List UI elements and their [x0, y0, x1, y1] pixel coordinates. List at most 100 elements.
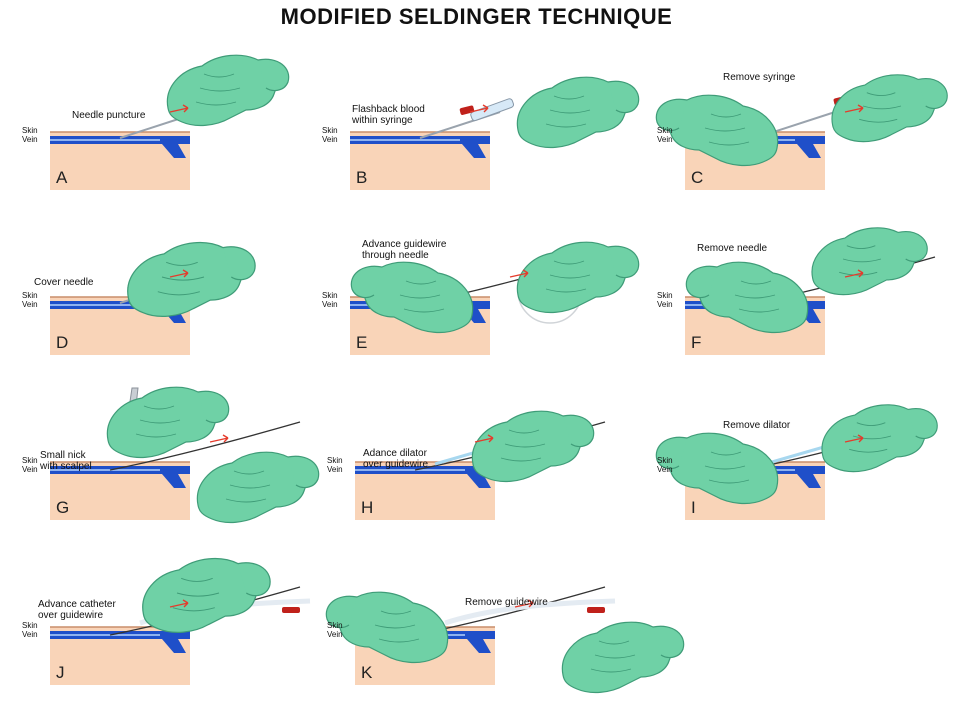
glove-finger-lines — [734, 280, 780, 313]
glove-cuff — [917, 78, 948, 109]
gloved-hand — [655, 94, 779, 167]
catheter-clamp — [282, 607, 300, 613]
glove-palm — [338, 591, 449, 664]
step-illustration — [355, 410, 606, 520]
step-illustration — [685, 227, 936, 355]
step-letter: C — [691, 168, 704, 187]
vein — [50, 631, 190, 653]
glove-finger-lines — [172, 577, 220, 612]
glove-finger-lines — [225, 470, 271, 503]
direction-arrow — [509, 269, 529, 278]
vein-highlight — [50, 304, 160, 306]
glove-cuff — [562, 414, 595, 448]
step-letter: H — [361, 498, 374, 517]
direction-arrow — [844, 434, 864, 443]
gloved-hand — [685, 261, 809, 334]
step-letter: D — [56, 333, 69, 352]
step-illustration — [50, 386, 320, 524]
step-letter: K — [361, 663, 373, 682]
gloved-hand — [831, 74, 948, 143]
step-illustration — [50, 54, 290, 190]
caption-line: Flashback blood — [352, 104, 425, 115]
skin-label: Skin — [327, 621, 343, 630]
step-caption: Remove needle — [697, 243, 767, 254]
vein-highlight — [355, 469, 465, 471]
glove-palm — [831, 74, 936, 143]
glove-cuff — [287, 455, 320, 489]
glove-finger-lines — [590, 640, 636, 673]
glove-cuff — [350, 265, 383, 299]
step-letter: A — [56, 168, 68, 187]
step-caption: Remove guidewire — [465, 597, 548, 608]
vein — [50, 136, 190, 158]
glove-cuff — [607, 80, 640, 114]
glove-palm — [363, 261, 474, 334]
direction-arrow — [169, 269, 189, 278]
glove-palm — [821, 404, 926, 473]
glove-palm — [471, 410, 582, 483]
skin-label: Skin — [327, 456, 343, 465]
vein-label: Vein — [657, 135, 673, 144]
caption-line: Advance guidewire — [362, 239, 447, 250]
direction-arrow — [474, 434, 494, 443]
glove-cuff — [325, 595, 358, 629]
caption-line: over guidewire — [38, 610, 104, 621]
caption-line: Remove guidewire — [465, 597, 548, 608]
step-letter: F — [691, 333, 702, 352]
direction-arrow — [844, 104, 864, 113]
step-illustration — [50, 557, 311, 685]
vein-highlight — [50, 634, 160, 636]
caption-line: Remove dilator — [723, 420, 791, 431]
glove-palm — [698, 261, 809, 334]
direction-arrow — [169, 599, 189, 608]
vein-label: Vein — [22, 630, 38, 639]
vein-highlight — [50, 139, 160, 141]
skin-label: Skin — [22, 621, 38, 630]
vein — [355, 466, 495, 488]
caption-line: within syringe — [352, 115, 413, 126]
glove-cuff — [222, 246, 256, 281]
caption-line: with scalpel — [40, 461, 92, 472]
vein-label: Vein — [22, 135, 38, 144]
caption-line: Cover needle — [34, 277, 94, 288]
step-illustration — [350, 76, 640, 190]
step-letter: E — [356, 333, 368, 352]
gloved-hand — [325, 591, 449, 664]
step-illustration — [325, 586, 685, 694]
glove-finger-lines — [500, 429, 546, 462]
diagram-title: MODIFIED SELDINGER TECHNIQUE — [280, 4, 673, 29]
step-letter: G — [56, 498, 70, 517]
vein-label: Vein — [22, 465, 38, 474]
step-illustration — [350, 241, 640, 355]
glove-palm — [811, 227, 916, 296]
vein-highlight — [350, 139, 460, 141]
vein-label: Vein — [657, 465, 673, 474]
caption-line: Remove syringe — [723, 72, 796, 83]
gloved-hand — [821, 404, 938, 473]
gloved-hand — [127, 241, 256, 317]
catheter-clamp — [587, 607, 605, 613]
glove-cuff — [897, 231, 928, 262]
caption-line: over guidewire — [363, 459, 429, 470]
glove-cuff — [607, 245, 640, 279]
glove-palm — [668, 432, 779, 505]
glove-cuff — [257, 58, 290, 92]
vein-highlight — [50, 469, 160, 471]
glove-palm — [516, 241, 627, 314]
gloved-hand — [350, 261, 474, 334]
glove-finger-lines — [704, 113, 750, 146]
glove-finger-lines — [135, 405, 181, 438]
caption-line: Advance catheter — [38, 599, 116, 610]
